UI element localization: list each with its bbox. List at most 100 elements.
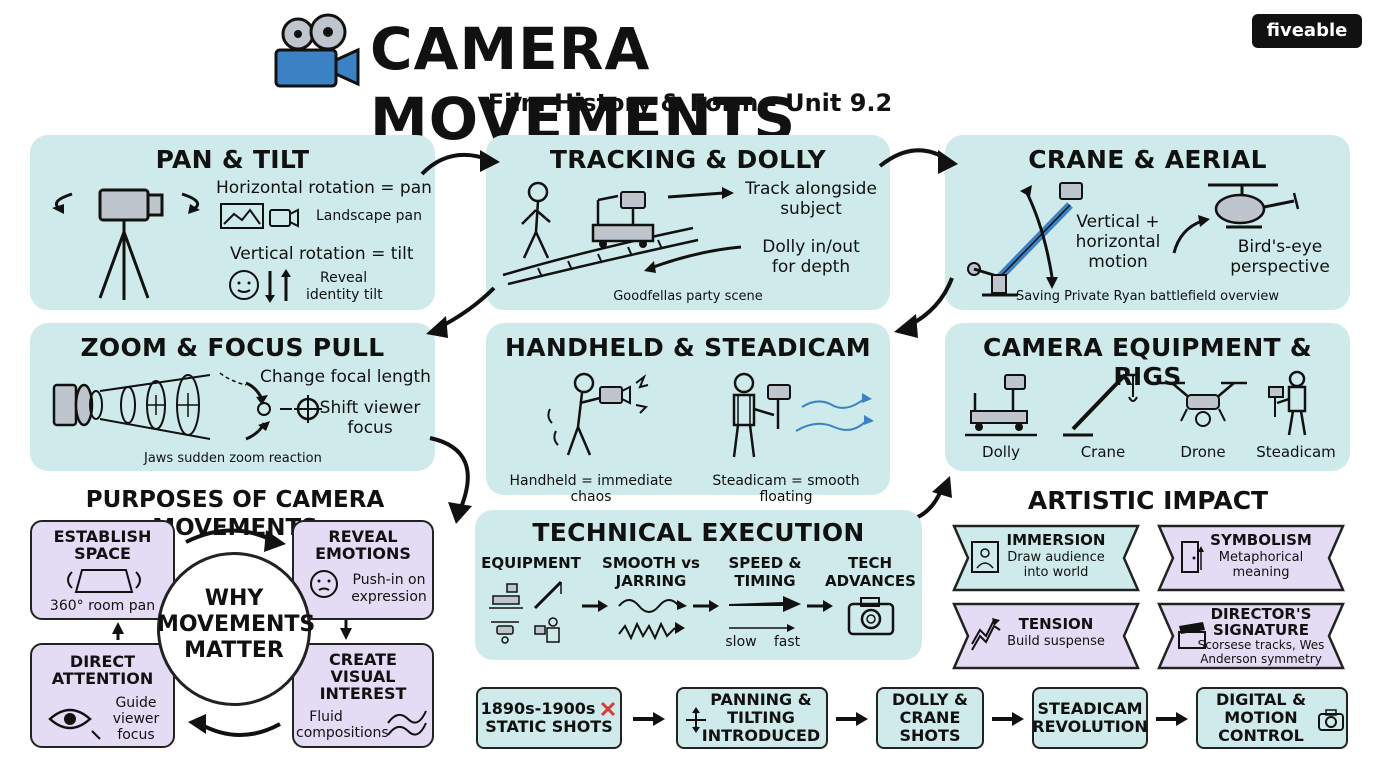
tension-title: TENSION [1018, 615, 1094, 633]
equipment-label-steadicam: Steadicam [1256, 443, 1336, 461]
timeline-dolly-line2: CRANE [899, 708, 961, 727]
face-tilt-icon [229, 269, 291, 303]
track-text-line2: subject [780, 199, 842, 219]
handheld-operator-icon [547, 372, 649, 456]
clapperboard-icon [1178, 622, 1206, 649]
pan-tilt-panel: PAN & TILT Horizontal rotation = pan Lan… [30, 135, 435, 310]
dolly-text-line2: for depth [771, 257, 851, 277]
timeline-pan-line2: TILTING [727, 708, 795, 727]
timeline-steadicam-line2: REVOLUTION [1032, 717, 1148, 736]
face-icon [310, 570, 338, 598]
establish-title-line1: ESTABLISH [53, 527, 152, 546]
timeline-arrow-2 [836, 712, 868, 726]
ribbon-tension: TENSION Build suspense [952, 600, 1140, 672]
purpose-establish-space: ESTABLISH SPACE 360° room pan [30, 520, 175, 620]
page-title: CAMERA MOVEMENTS [370, 15, 797, 153]
ribbon-directors-signature: DIRECTOR'S SIGNATURE Scorsese tracks, We… [1157, 600, 1345, 672]
symbolism-sub-line1: Metaphorical [1218, 550, 1304, 565]
equipment-label-dolly: Dolly [982, 443, 1020, 461]
purposes-title: PURPOSES OF CAMERA MOVEMENTS [85, 487, 385, 541]
ribbon-immersion: IMMERSION Draw audience into world [952, 522, 1140, 594]
zoom-shift-line1: Shift viewer [319, 398, 421, 418]
timeline-pan-line3: INTRODUCED [701, 726, 821, 745]
tech-fast-label: fast [773, 634, 801, 650]
tilt-example-line1: Reveal [320, 270, 368, 286]
signature-sub-line2: Anderson symmetry [1200, 652, 1322, 666]
crane-example: Saving Private Ryan battlefield overview [1015, 289, 1280, 304]
track-arrow-icon [667, 187, 734, 199]
steadicam-operator-icon [732, 372, 874, 458]
signature-title-line2: SIGNATURE [1213, 621, 1309, 639]
tension-sub: Build suspense [1007, 634, 1105, 649]
tracking-dolly-panel: TRACKING & DOLLY Track alongside subject… [486, 135, 890, 310]
digital-camera-icon [847, 597, 895, 636]
crane-motion-line3: motion [1088, 252, 1148, 272]
direct-title-line1: DIRECT [69, 652, 136, 671]
why-line1: WHY [204, 586, 264, 611]
smooth-jarring-waves [618, 599, 687, 641]
zoom-change-text: Change focal length [260, 367, 431, 387]
timeline-static-line1: 1890s-1900s [480, 699, 596, 718]
track-text-line1: Track alongside [745, 179, 877, 199]
signature-title-line1: DIRECTOR'S [1210, 605, 1312, 623]
equipment-panel: CAMERA EQUIPMENT & RIGS Dolly Crane Dron… [945, 323, 1350, 471]
timeline-digital-line3: CONTROL [1218, 726, 1304, 745]
zoom-shift-line2: focus [347, 418, 393, 438]
birds-eye-line2: perspective [1230, 257, 1330, 277]
dolly-rig-icon [965, 374, 1037, 437]
reveal-sub-line2: expression [351, 589, 427, 605]
tech-advances-line2: ADVANCES [825, 572, 916, 590]
timeline-steadicam: STEADICAM REVOLUTION [1032, 687, 1148, 749]
tilt-text: Vertical rotation = tilt [230, 244, 414, 264]
tech-smooth-line2: JARRING [615, 572, 687, 590]
door-icon [1181, 541, 1204, 573]
purpose-reveal-emotions: REVEAL EMOTIONS Push-in on expression [292, 520, 434, 620]
tilt-example-line2: identity tilt [306, 287, 383, 303]
tracking-example: Goodfellas party scene [613, 289, 763, 304]
room-pan-icon [67, 569, 141, 593]
dolly-text-line1: Dolly in/out [762, 237, 860, 257]
lens-zoom-illustration [52, 372, 322, 441]
purpose-create-visual-interest: CREATE VISUAL INTEREST Fluid composition… [292, 643, 434, 748]
crane-motion-line1: Vertical + [1076, 212, 1160, 232]
frame-person-icon [971, 541, 999, 573]
crane-aerial-title: CRANE & AERIAL [1028, 145, 1267, 174]
immersion-sub-line2: into world [1023, 565, 1089, 580]
dolly-arrow-icon [644, 245, 742, 273]
steadicam-rig-icon [1268, 370, 1307, 436]
why-line3: MATTER [184, 638, 284, 663]
direct-title-line2: ATTENTION [51, 669, 154, 688]
timeline-static-shots: 1890s-1900s STATIC SHOTS [476, 687, 622, 749]
brand-logo: fiveable [1252, 14, 1362, 48]
tech-speed-line2: TIMING [734, 572, 796, 590]
tech-smooth-line1: SMOOTH vs [602, 554, 700, 572]
page-subtitle: Film History & Form - Unit 9.2 [487, 89, 893, 117]
header-camera-icon [268, 12, 364, 92]
eye-icon [48, 708, 101, 740]
tech-equipment-label: EQUIPMENT [481, 554, 581, 572]
timeline-arrow-4 [1156, 712, 1188, 726]
artistic-title: ARTISTIC IMPACT [1027, 486, 1269, 515]
purpose-direct-attention: DIRECT ATTENTION Guide viewer focus [30, 643, 175, 748]
equipment-mini-icons [489, 580, 563, 644]
equipment-label-drone: Drone [1180, 443, 1226, 461]
birds-eye-line1: Bird's-eye [1237, 237, 1323, 257]
tech-advances-line1: TECH [847, 554, 893, 572]
drone-icon [1159, 381, 1247, 427]
tech-arrow-3 [807, 600, 833, 612]
direct-sub-line2: viewer [112, 711, 160, 727]
create-sub-line1: Fluid [309, 709, 343, 725]
technical-title: TECHNICAL EXECUTION [532, 518, 865, 547]
timeline-static-line1-row: 1890s-1900s [481, 700, 618, 718]
timeline-digital-motion: DIGITAL & MOTION CONTROL [1196, 687, 1348, 749]
speed-arrows [729, 596, 801, 632]
dolly-track-illustration [502, 181, 699, 286]
crane-motion-line2: horizontal [1075, 232, 1161, 252]
immersion-sub-line1: Draw audience [1007, 550, 1105, 565]
timeline-panning-tilting: PANNING & TILTING INTRODUCED [676, 687, 828, 749]
timeline-dolly-line1: DOLLY & [892, 690, 968, 709]
timeline-digital-text-block: DIGITAL & MOTION CONTROL [1216, 691, 1306, 745]
handheld-steadicam-title: HANDHELD & STEADICAM [505, 333, 871, 362]
create-sub-line2: compositions [296, 725, 389, 741]
symbolism-title: SYMBOLISM [1210, 531, 1312, 549]
